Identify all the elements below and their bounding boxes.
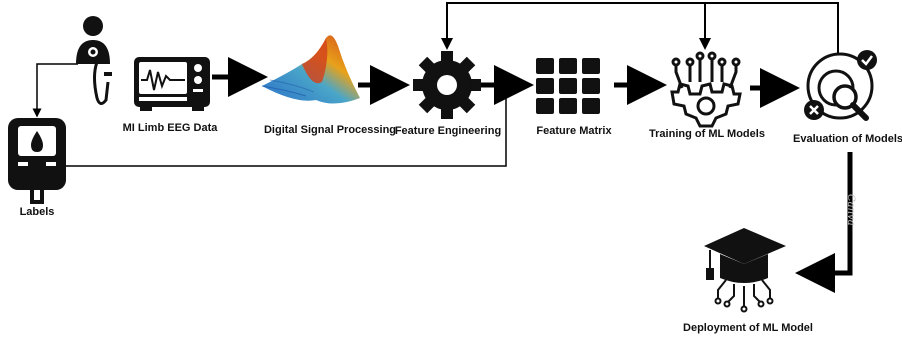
evaluation-label: Evaluation of Models: [792, 133, 902, 145]
gear-icon: [413, 51, 481, 119]
flow-arrows: [212, 57, 853, 293]
labels-connector: [32, 63, 511, 167]
feedback-loop-top: [441, 2, 839, 55]
eeg-data-label: MI Limb EEG Data: [122, 122, 218, 134]
feature-matrix-label: Feature Matrix: [536, 125, 612, 137]
grid-matrix-icon: [536, 58, 600, 114]
labels-label: Labels: [19, 206, 55, 218]
glucometer-drop-icon: [8, 118, 66, 204]
eeg-monitor-icon: [134, 57, 210, 111]
deployment-label: Deployment of ML Model: [683, 322, 813, 334]
canva-watermark: Canva: [845, 194, 856, 226]
patient-doctor-icon: [76, 16, 112, 105]
training-label: Training of ML Models: [649, 128, 765, 140]
signal-surface-plot-icon: [261, 35, 360, 104]
circuit-gear-icon: [670, 51, 742, 128]
feature-engineering-label: Feature Engineering: [394, 125, 502, 137]
magnifier-gear-check-icon: [804, 50, 877, 121]
dsp-label: Digital Signal Processing: [263, 124, 397, 136]
graduation-cap-circuit-icon: [704, 228, 786, 313]
